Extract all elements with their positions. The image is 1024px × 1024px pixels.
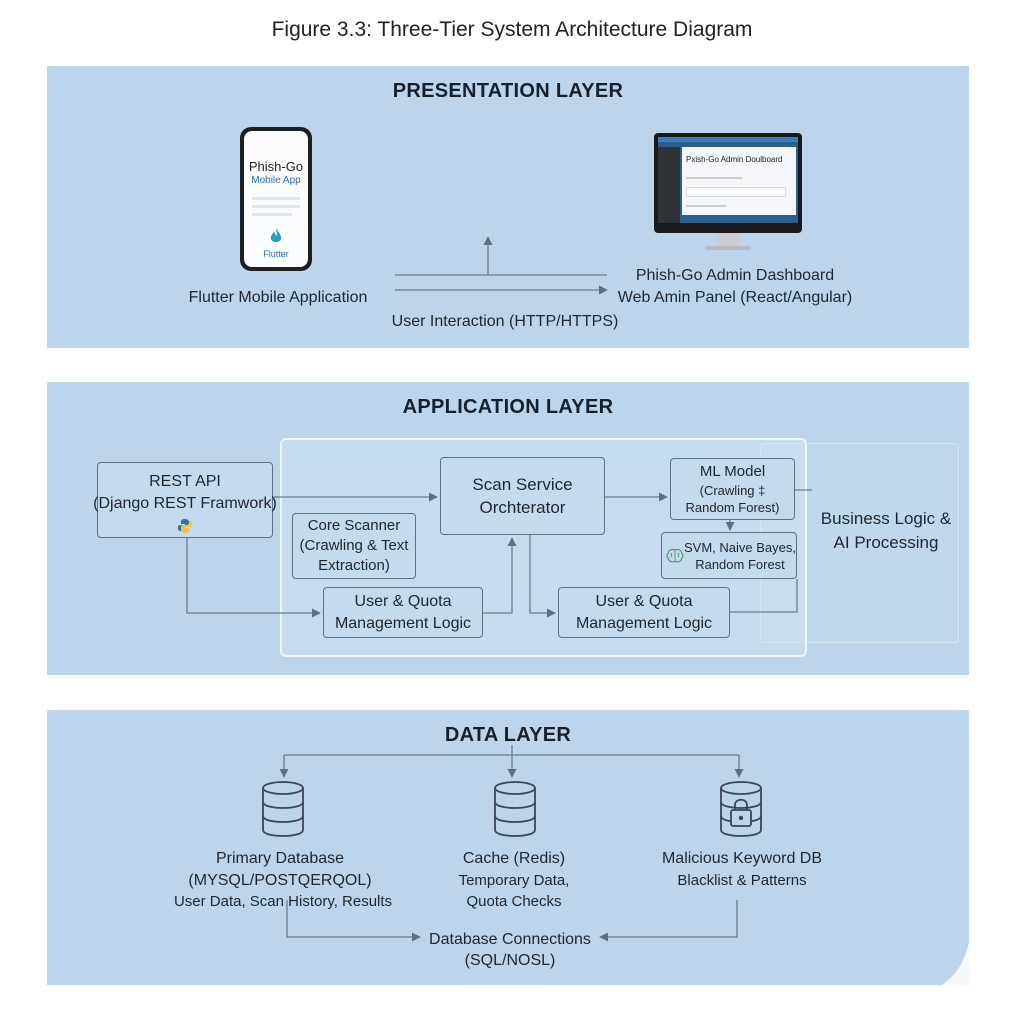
phone-framework-label: Flutter	[263, 249, 289, 259]
keyword-db-title: Malicious Keyword DB	[661, 850, 823, 867]
admin-placeholder-line	[686, 205, 726, 207]
ml-algorithms-box: SVM, Naive Bayes, Random Forest	[661, 532, 797, 579]
brain-icon	[666, 548, 684, 562]
admin-content: Pxish-Go Admin Doulboard	[682, 147, 796, 215]
phone-app-subtitle: Mobile App	[251, 175, 301, 186]
cache-title: Cache (Redis)	[462, 850, 566, 867]
business-logic-line2: AI Processing	[833, 533, 939, 552]
quota-to-business-connector	[730, 579, 798, 613]
data-layer-title: DATA LAYER	[444, 724, 572, 746]
data-layer-panel	[47, 710, 969, 985]
scan-orchestrator-box: Scan Service Orchterator	[440, 457, 605, 535]
orchestrator-line1: Scan Service	[472, 475, 573, 494]
quota-to-orchestrator-arrow	[483, 537, 517, 614]
core-scanner-box: Core Scanner (Crawling & Text Extraction…	[292, 513, 416, 579]
cache-line3: Quota Checks	[466, 893, 562, 910]
phone-device: Phish-Go Mobile App Flutter	[240, 127, 312, 271]
admin-placeholder-field	[686, 187, 786, 197]
db-connections-types: (SQL/NOSL)	[464, 952, 556, 969]
orchestrator-line2: Orchterator	[479, 498, 566, 517]
core-scanner-line3: Extraction)	[318, 557, 390, 574]
rest-api-subtitle: (Django REST Framwork)	[93, 495, 277, 512]
monitor-screen: Pxish-Go Admin Doulboard	[658, 137, 798, 223]
cache-database-icon	[494, 781, 536, 837]
monitor-device: Pxish-Go Admin Doulboard	[654, 133, 802, 233]
quota-right-line2: Management Logic	[575, 614, 713, 632]
application-layer-title: APPLICATION LAYER	[402, 396, 614, 418]
primary-db-title: Primary Database	[215, 850, 345, 867]
db-connections-title: Database Connections	[429, 931, 591, 948]
presentation-layer-panel	[47, 66, 969, 348]
admin-sidebar	[658, 147, 680, 223]
admin-caption-line1: Phish-Go Admin Dashboard	[635, 267, 835, 284]
ml-model-box: ML Model (Crawling ‡ Random Forest)	[670, 458, 795, 520]
secure-database-lock-icon	[720, 781, 762, 837]
api-to-quota-arrow	[186, 538, 321, 618]
business-logic-line1: Business Logic &	[820, 509, 952, 528]
primary-to-connections-arrow	[286, 900, 421, 942]
presentation-layer-title: PRESENTATION LAYER	[392, 80, 624, 102]
page-curl-decoration	[942, 942, 969, 985]
ml-algorithms-line1: SVM, Naive Bayes,	[684, 539, 796, 555]
primary-db-contents: User Data, Scan History, Results	[173, 893, 393, 910]
orchestrator-to-quota-arrow	[529, 535, 556, 618]
database-icon	[262, 781, 304, 837]
monitor-neck	[717, 233, 739, 247]
cache-line2: Temporary Data,	[458, 872, 570, 889]
python-icon	[178, 519, 192, 533]
flame-icon	[270, 228, 282, 242]
ml-model-line2: (Crawling ‡	[699, 483, 766, 498]
phone-app-name: Phish-Go	[248, 159, 304, 174]
figure-title: Figure 3.3: Three-Tier System Architectu…	[271, 18, 753, 41]
core-scanner-line2: (Crawling & Text	[299, 537, 409, 554]
phone-screen: Phish-Go Mobile App Flutter	[244, 131, 308, 267]
phone-placeholder-line	[252, 213, 292, 216]
business-logic-label: Business Logic & AI Processing	[812, 507, 960, 555]
phone-placeholder-line	[252, 197, 300, 200]
browser-bar	[658, 137, 798, 142]
primary-db-engine: (MYSQL/POSTQERQOL)	[188, 872, 372, 889]
ml-model-line3: Random Forest)	[685, 500, 780, 515]
admin-placeholder-line	[686, 177, 742, 179]
admin-caption-line2: Web Amin Panel (React/Angular)	[617, 289, 853, 306]
interaction-label: User Interaction (HTTP/HTTPS)	[391, 313, 619, 330]
phone-caption: Flutter Mobile Application	[188, 289, 368, 306]
ml-model-title: ML Model	[699, 463, 766, 480]
quota-logic-box-right: User & Quota Management Logic	[558, 587, 730, 638]
ml-algorithms-line2: Random Forest	[695, 556, 785, 572]
quota-left-line2: Management Logic	[334, 614, 472, 632]
keyword-to-connections-arrow	[599, 900, 738, 942]
quota-logic-box-left: User & Quota Management Logic	[323, 587, 483, 638]
phone-placeholder-line	[252, 205, 300, 208]
keyword-db-contents: Blacklist & Patterns	[677, 872, 807, 889]
admin-screen-title: Pxish-Go Admin Doulboard	[686, 155, 783, 164]
quota-right-line1: User & Quota	[595, 592, 693, 610]
interaction-connector	[395, 236, 493, 276]
quota-left-line1: User & Quota	[354, 592, 452, 610]
monitor-base	[705, 246, 751, 250]
rest-api-box: REST API (Django REST Framwork)	[93, 462, 277, 538]
rest-api-title: REST API	[149, 473, 221, 490]
core-scanner-title: Core Scanner	[307, 517, 401, 534]
